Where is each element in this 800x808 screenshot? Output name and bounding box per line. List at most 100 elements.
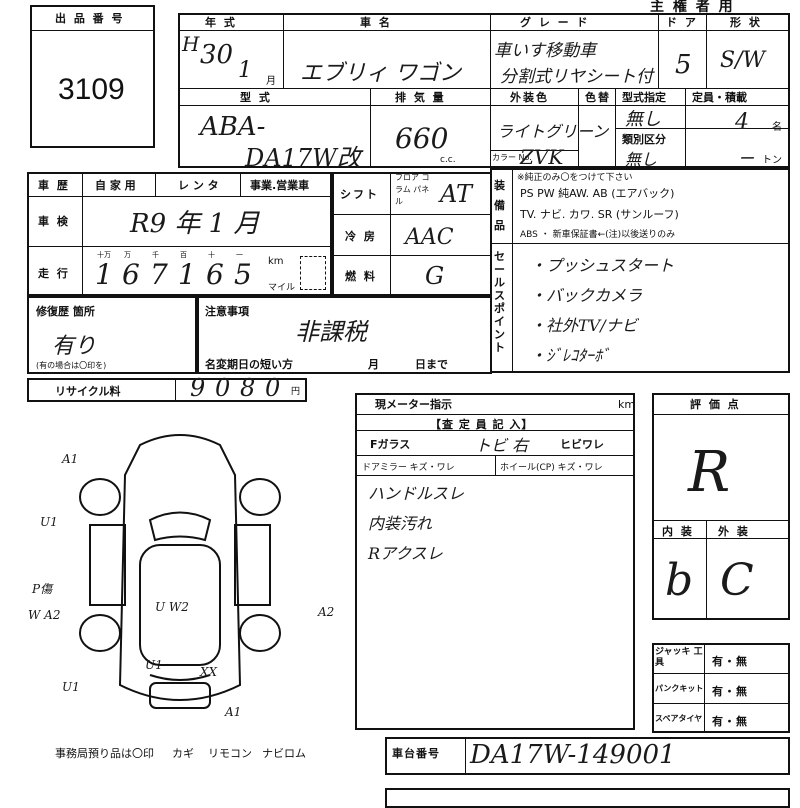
mileage-digit: 7 [150,258,168,291]
history-option-rental: レ ン タ [178,179,219,192]
chassis-number: DA17W-149001 [470,740,676,770]
fuel-label: 燃 料 [345,270,377,283]
remark-item: Rアクスレ [368,544,443,563]
footer-remote: リモコン [208,747,252,760]
name-change-label: 名変期日の短い方 [205,358,293,371]
repair-value: 有り [52,334,97,359]
damage-mark: A1 [62,452,79,466]
shift-label: シフト [340,188,379,201]
office-note: 事務局預り品は〇印 [55,747,154,760]
header-title: 主 権 者 用 [650,0,735,15]
type-line1: ABA- [200,112,266,142]
door-label: ド ア [666,16,698,29]
exterior-label: 外 装 [718,525,750,538]
score-box [652,393,790,620]
recycle-digit: 0 [265,374,281,402]
remark-item: ハンドルスレ [368,484,465,503]
fglass-label: Fガラス [370,438,411,451]
mileage-digit: 5 [234,258,252,291]
puncture-label: パンクキット [655,684,704,693]
recycle-digit: 0 [215,374,231,402]
mileage-label: 走 行 [38,267,70,280]
name-change-month: 月 [368,358,381,371]
history-option-private: 自 家 用 [95,179,136,192]
mileage-unit: 百 [180,251,187,259]
recycle-digit: 9 [190,374,206,402]
history-label: 車 歴 [38,179,70,192]
inspection-label: 車 検 [38,215,70,228]
vehicle-box [178,13,790,168]
type-line2: DA17W改 [245,144,361,172]
notes-box [197,296,492,374]
load-unit: トン [762,155,782,166]
mileage-unit: 十 [208,251,215,259]
year-value: 30 [200,40,234,70]
damage-mark: W A2 [28,608,61,622]
month-unit: 月 [266,76,276,87]
recycle-digit: 8 [240,374,256,402]
sales-point-2: ・バックカメラ [530,286,643,305]
footer-navirom: ナビロム [262,747,306,760]
history-option-business: 事業.営業車 [250,179,310,192]
meter-box [355,393,635,730]
recycle-box [27,378,307,402]
damage-mark: P傷 [32,582,53,596]
door-value: 5 [675,50,692,80]
km-label: km [268,256,284,267]
car-name: エブリィ ワゴン [300,61,461,86]
sales-point-3: ・社外TV/ナビ [530,316,638,335]
grade-line1: 車いす移動車 [494,41,596,61]
capacity-value: 4 [735,110,749,135]
mileage-unit: 一 [236,251,243,259]
load-value: ー [738,149,755,168]
sales-point-1: ・プッシュスタート [530,256,675,275]
color-value: ライトグリーン [497,122,609,141]
type-designation-label: 型式指定 [622,91,666,104]
mile-label: マイル [268,283,296,293]
lot-label: 出 品 番 号 [55,12,125,25]
capacity-label: 定員・積載 [692,91,747,104]
class-value: 無し [625,150,658,169]
repair-label: 修復歴 箇所 [36,305,95,318]
chassis-box [385,737,790,775]
inspector-label: 【査 定 員 記 入】 [430,418,534,431]
mileage-unit: 十万 [97,251,111,259]
sales-points-label: セールスポイント [494,250,505,354]
meter-label: 現メーター指示 [375,398,452,411]
mileage-digit: 6 [122,258,140,291]
name-change-day: 日まで [415,358,448,371]
car-diagram [79,434,281,709]
color-no-label: カラー No. [492,153,532,162]
equipment-note: ※純正のみ〇をつけて下さい [517,173,633,183]
puncture-option: 有・無 [712,685,748,698]
body-value: S/W [720,48,766,73]
damage-mark: U1 [62,680,80,694]
meter-unit: km [618,398,636,411]
mileage-digit: 6 [206,258,224,291]
capacity-unit: 名 [772,122,782,133]
class-label: 類別区分 [622,133,666,146]
equipment-line2: TV. ナビ. カワ. SR (サンルーフ) [520,208,679,221]
month-value: 1 [238,58,252,83]
spare-label: スペアタイヤ [655,714,703,723]
damage-mark: U1 [145,658,163,672]
repair-box [27,296,197,374]
remark-item: 内装汚れ [368,514,433,533]
paint-label: 色替 [585,91,611,104]
jack-option: 有・無 [712,655,748,668]
fuel-value: G [425,262,445,290]
displacement-unit: c.c. [440,155,456,165]
mile-checkbox [300,256,326,290]
displacement-label: 排 気 量 [395,91,446,104]
repair-note: (有の場合は〇印を) [36,361,107,370]
bottom-box [385,788,790,808]
score-label: 評 価 点 [690,398,741,411]
ac-value: AAC [405,225,454,250]
damage-mark: A1 [225,705,242,719]
score-value: R [688,440,731,505]
shift-value: AT [440,180,473,208]
history-box [27,172,332,296]
type-designation-value: 無し [625,109,661,130]
grade-label: グ レ ー ド [520,16,590,29]
interior-score: b [665,555,694,606]
